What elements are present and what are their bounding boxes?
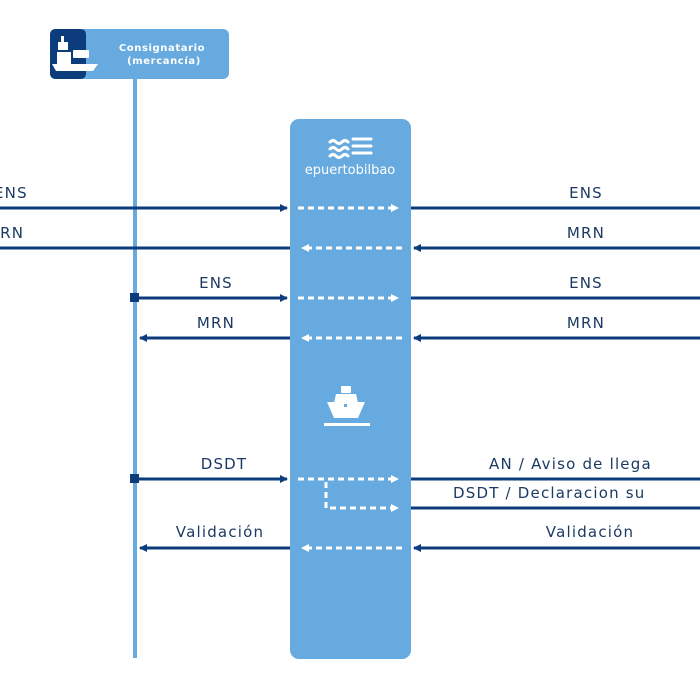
actor-label-line1: Consignatario (119, 43, 205, 54)
label-right-an: AN / Aviso de llega (489, 455, 652, 473)
label-left-mrn-2: MRN (197, 314, 235, 332)
label-right-validacion: Validación (546, 523, 634, 541)
label-right-mrn-1: MRN (567, 224, 605, 242)
label-left-ens-2: ENS (199, 274, 233, 292)
label-left-validacion: Validación (176, 523, 264, 541)
label-right-ens-1: ENS (569, 184, 603, 202)
hub-brand-label: epuertobilbao (305, 163, 396, 178)
label-right-dsdt: DSDT / Declaracion su (453, 484, 646, 502)
hub-dashed-dsdt (324, 482, 399, 512)
dsdt-origin-marker (130, 474, 139, 483)
ship-icon (324, 386, 370, 426)
waves-logo-icon (328, 137, 373, 159)
ship-cargo-icon (52, 36, 98, 71)
ens-2-origin-marker (130, 293, 139, 302)
label-right-ens-2: ENS (569, 274, 603, 292)
label-left-ens-1: ENS (0, 184, 28, 202)
actor-label-line2: (mercancía) (127, 55, 201, 67)
label-left-mrn-1: MRN (0, 224, 24, 242)
label-right-mrn-2: MRN (567, 314, 605, 332)
label-left-dsdt: DSDT (201, 455, 248, 473)
actor-consignatario: Consignatario (mercancía) (50, 29, 229, 79)
